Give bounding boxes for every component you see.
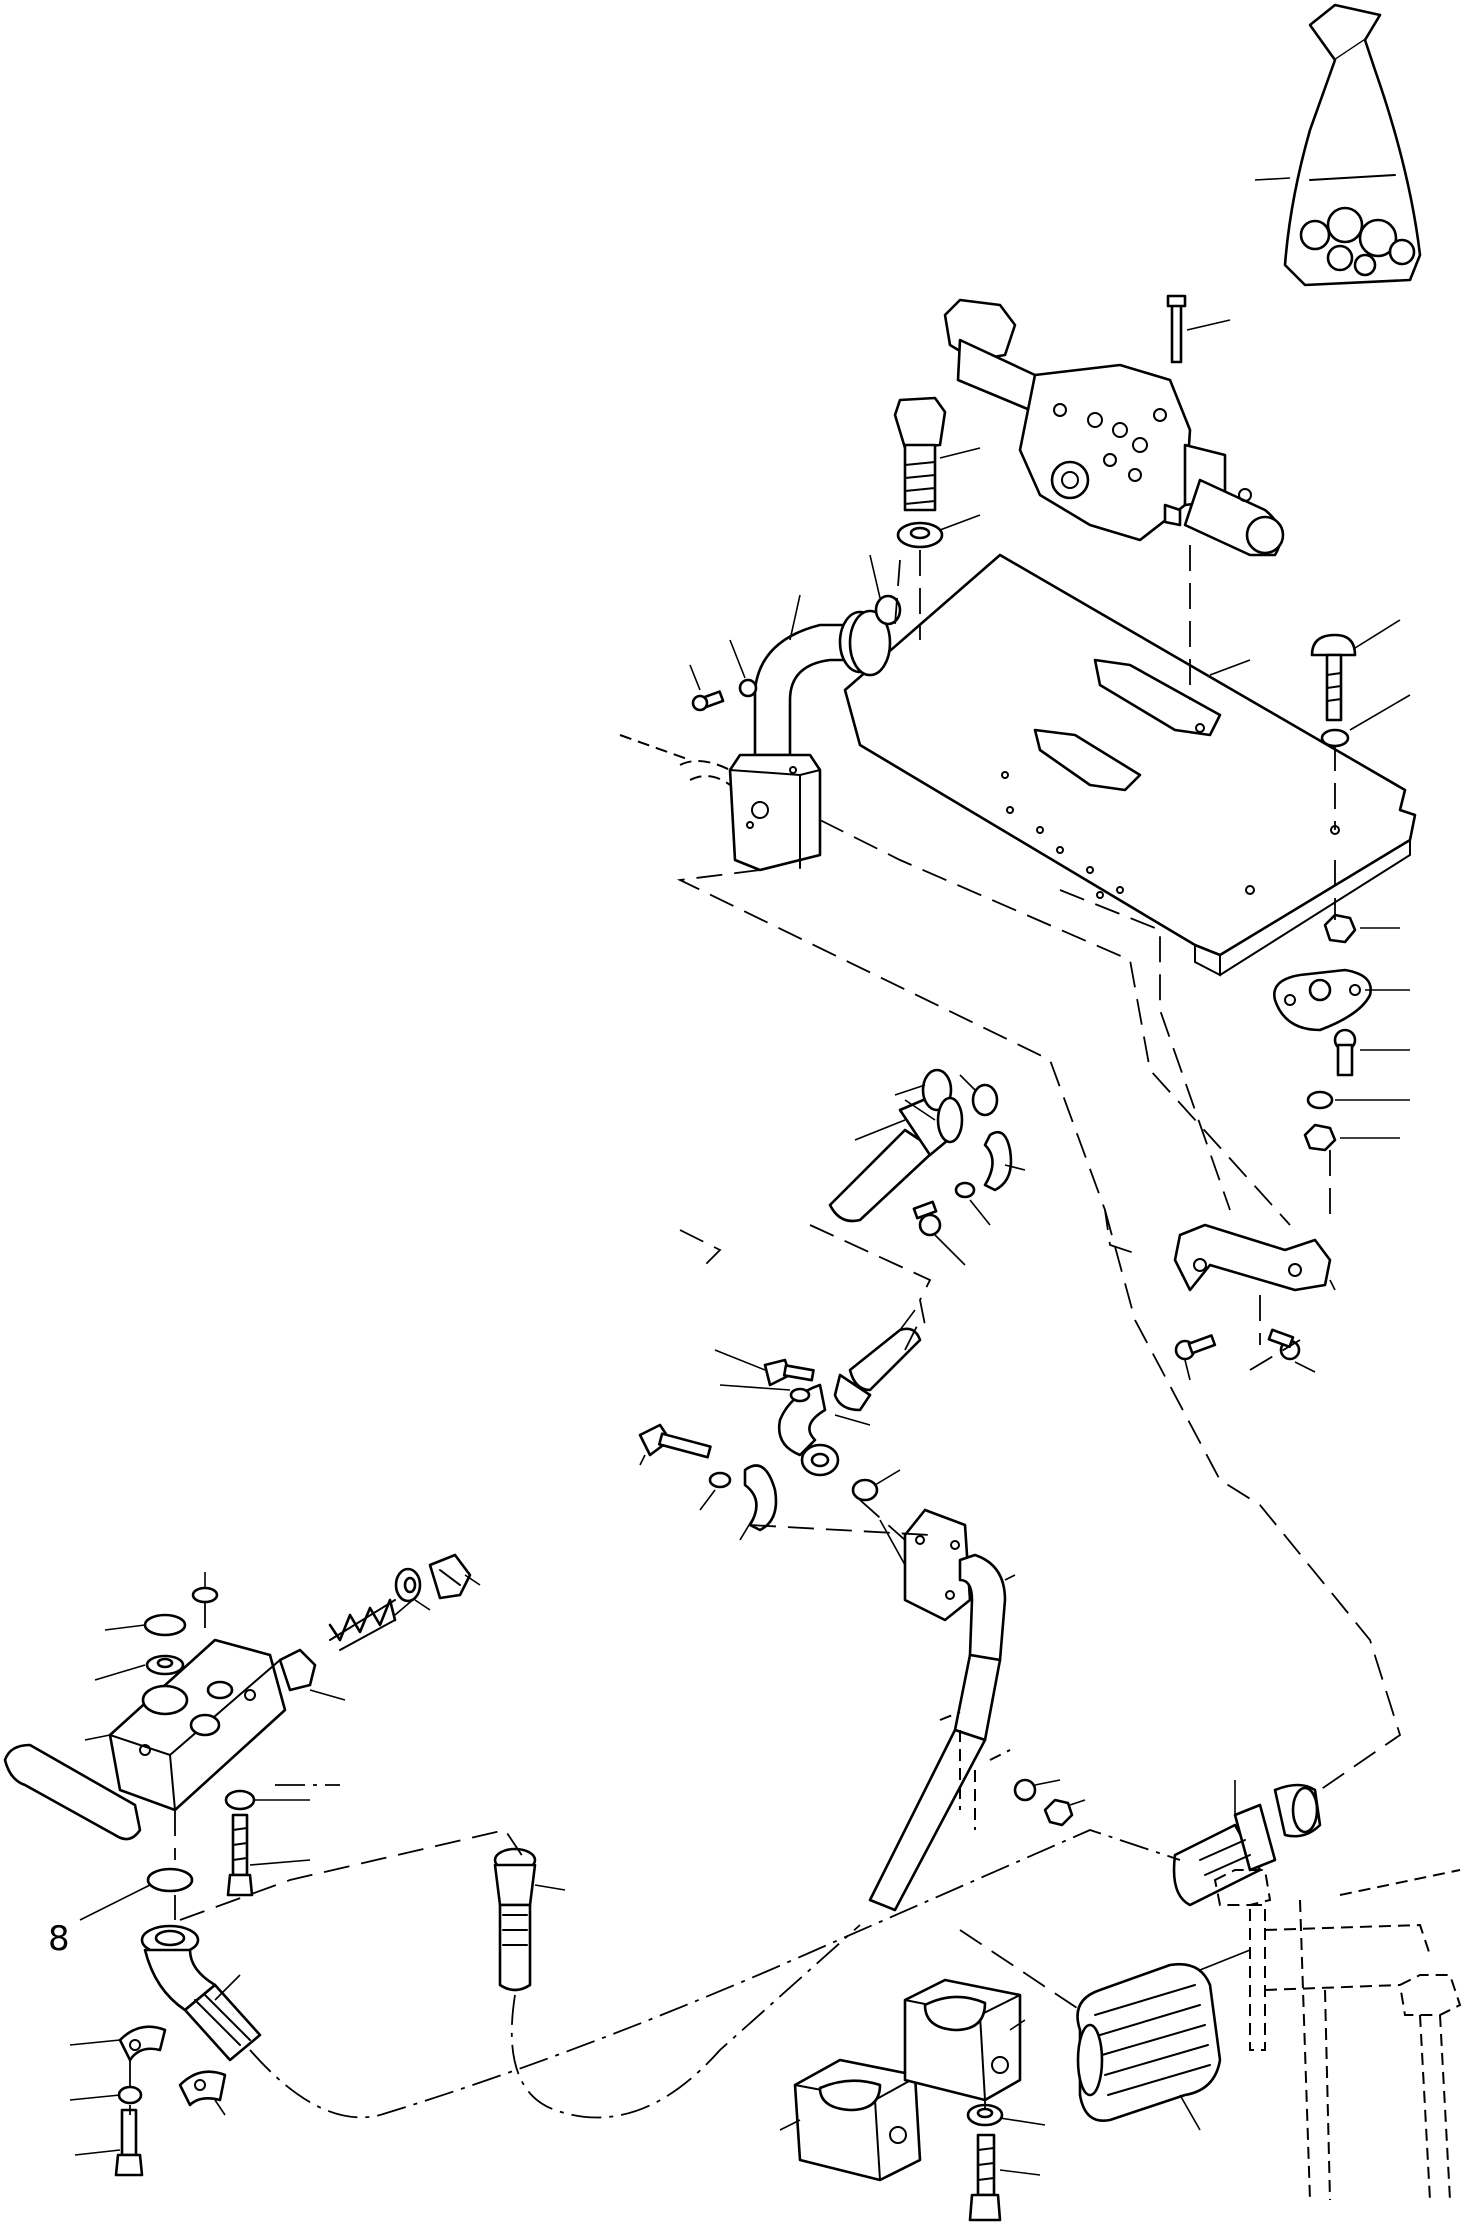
oring-upper <box>869 554 902 626</box>
lockwasher-left-bottom <box>69 2085 143 2105</box>
hose-fitting-elbow <box>777 1383 871 1477</box>
relief-shim-washer <box>394 1567 431 1611</box>
support-bracket <box>1173 1223 1336 1292</box>
small-oring-left-top <box>191 1572 219 1604</box>
relief-spring <box>328 1597 416 1651</box>
valve-pin <box>1166 294 1231 364</box>
oring-group1 <box>959 1074 999 1117</box>
relief-poppet <box>278 1648 346 1701</box>
long-capscrew-group2 <box>638 1423 712 1466</box>
installation-path-lines <box>129 545 1402 2115</box>
tractor-frame-ghost <box>939 1711 1462 2201</box>
capscrew-group1 <box>912 1200 966 1266</box>
hose-end-centre <box>493 1847 566 1992</box>
upper-pipe-stub-ghost <box>619 734 731 786</box>
right-lockwasher <box>1306 1090 1410 1110</box>
mounting-plate <box>843 553 1417 977</box>
block-handle-tube <box>3 1743 142 1841</box>
right-capscrew <box>1333 1028 1410 1077</box>
relief-valve-block <box>84 1638 287 1812</box>
capscrew-left-bottom <box>74 2108 144 2177</box>
capscrew-block-bottom <box>226 1813 311 1897</box>
bracket-screw-right <box>1267 1328 1316 1373</box>
manifold-block-upper <box>728 753 822 872</box>
capscrew-group2 <box>714 1349 815 1387</box>
oring-group2 <box>851 1469 901 1502</box>
elbow-tube-upper <box>753 594 892 757</box>
oring-left-top <box>104 1613 187 1637</box>
hose-end-right-lower <box>1172 1780 1322 1907</box>
split-flange-half-2 <box>739 1464 778 1541</box>
hose-middle-section <box>833 1309 922 1412</box>
washer-group2b <box>699 1471 732 1511</box>
split-flange-left-b <box>178 2070 227 2116</box>
oring-left-bottom <box>79 1867 194 1921</box>
hose-end-left-lower <box>140 1924 262 2062</box>
split-flange-left-a <box>69 2025 167 2062</box>
hose-guard-spring <box>1076 1949 1251 2131</box>
washer-left-top <box>94 1654 185 1681</box>
hose-routing-lines <box>249 1784 1181 2119</box>
clamp-block-upper <box>903 1978 1026 2102</box>
lockwasher-group2 <box>719 1384 811 1403</box>
right-flange-plate <box>1273 968 1410 1032</box>
upper-small-nut <box>729 639 758 698</box>
right-hex-nut-1 <box>1323 913 1400 944</box>
washer-group1 <box>954 1181 991 1226</box>
clamp-block-lower <box>779 2058 922 2182</box>
mounting-bolt <box>893 396 981 512</box>
control-valve-assembly <box>943 298 1285 557</box>
relief-plug <box>428 1553 481 1600</box>
hose-fitting-flange <box>904 1096 964 1144</box>
right-hex-nut-2 <box>1303 1123 1400 1152</box>
elbow-tube-lower <box>868 1508 1016 1912</box>
nut-lower-right <box>1013 1778 1086 1827</box>
upper-small-bolt <box>689 664 725 712</box>
seal-kit-bag <box>1254 3 1422 287</box>
callout-8: 8 <box>48 1919 70 1959</box>
bracket-screw-left <box>1174 1334 1217 1381</box>
clamp-washer <box>966 2103 1046 2127</box>
small-washer-block-bottom <box>224 1789 310 1811</box>
plate-bolt-right <box>1310 619 1401 722</box>
mounting-washer <box>896 514 981 549</box>
clamp-capscrew <box>968 2133 1041 2222</box>
split-flange-half-1 <box>983 1130 1026 1192</box>
